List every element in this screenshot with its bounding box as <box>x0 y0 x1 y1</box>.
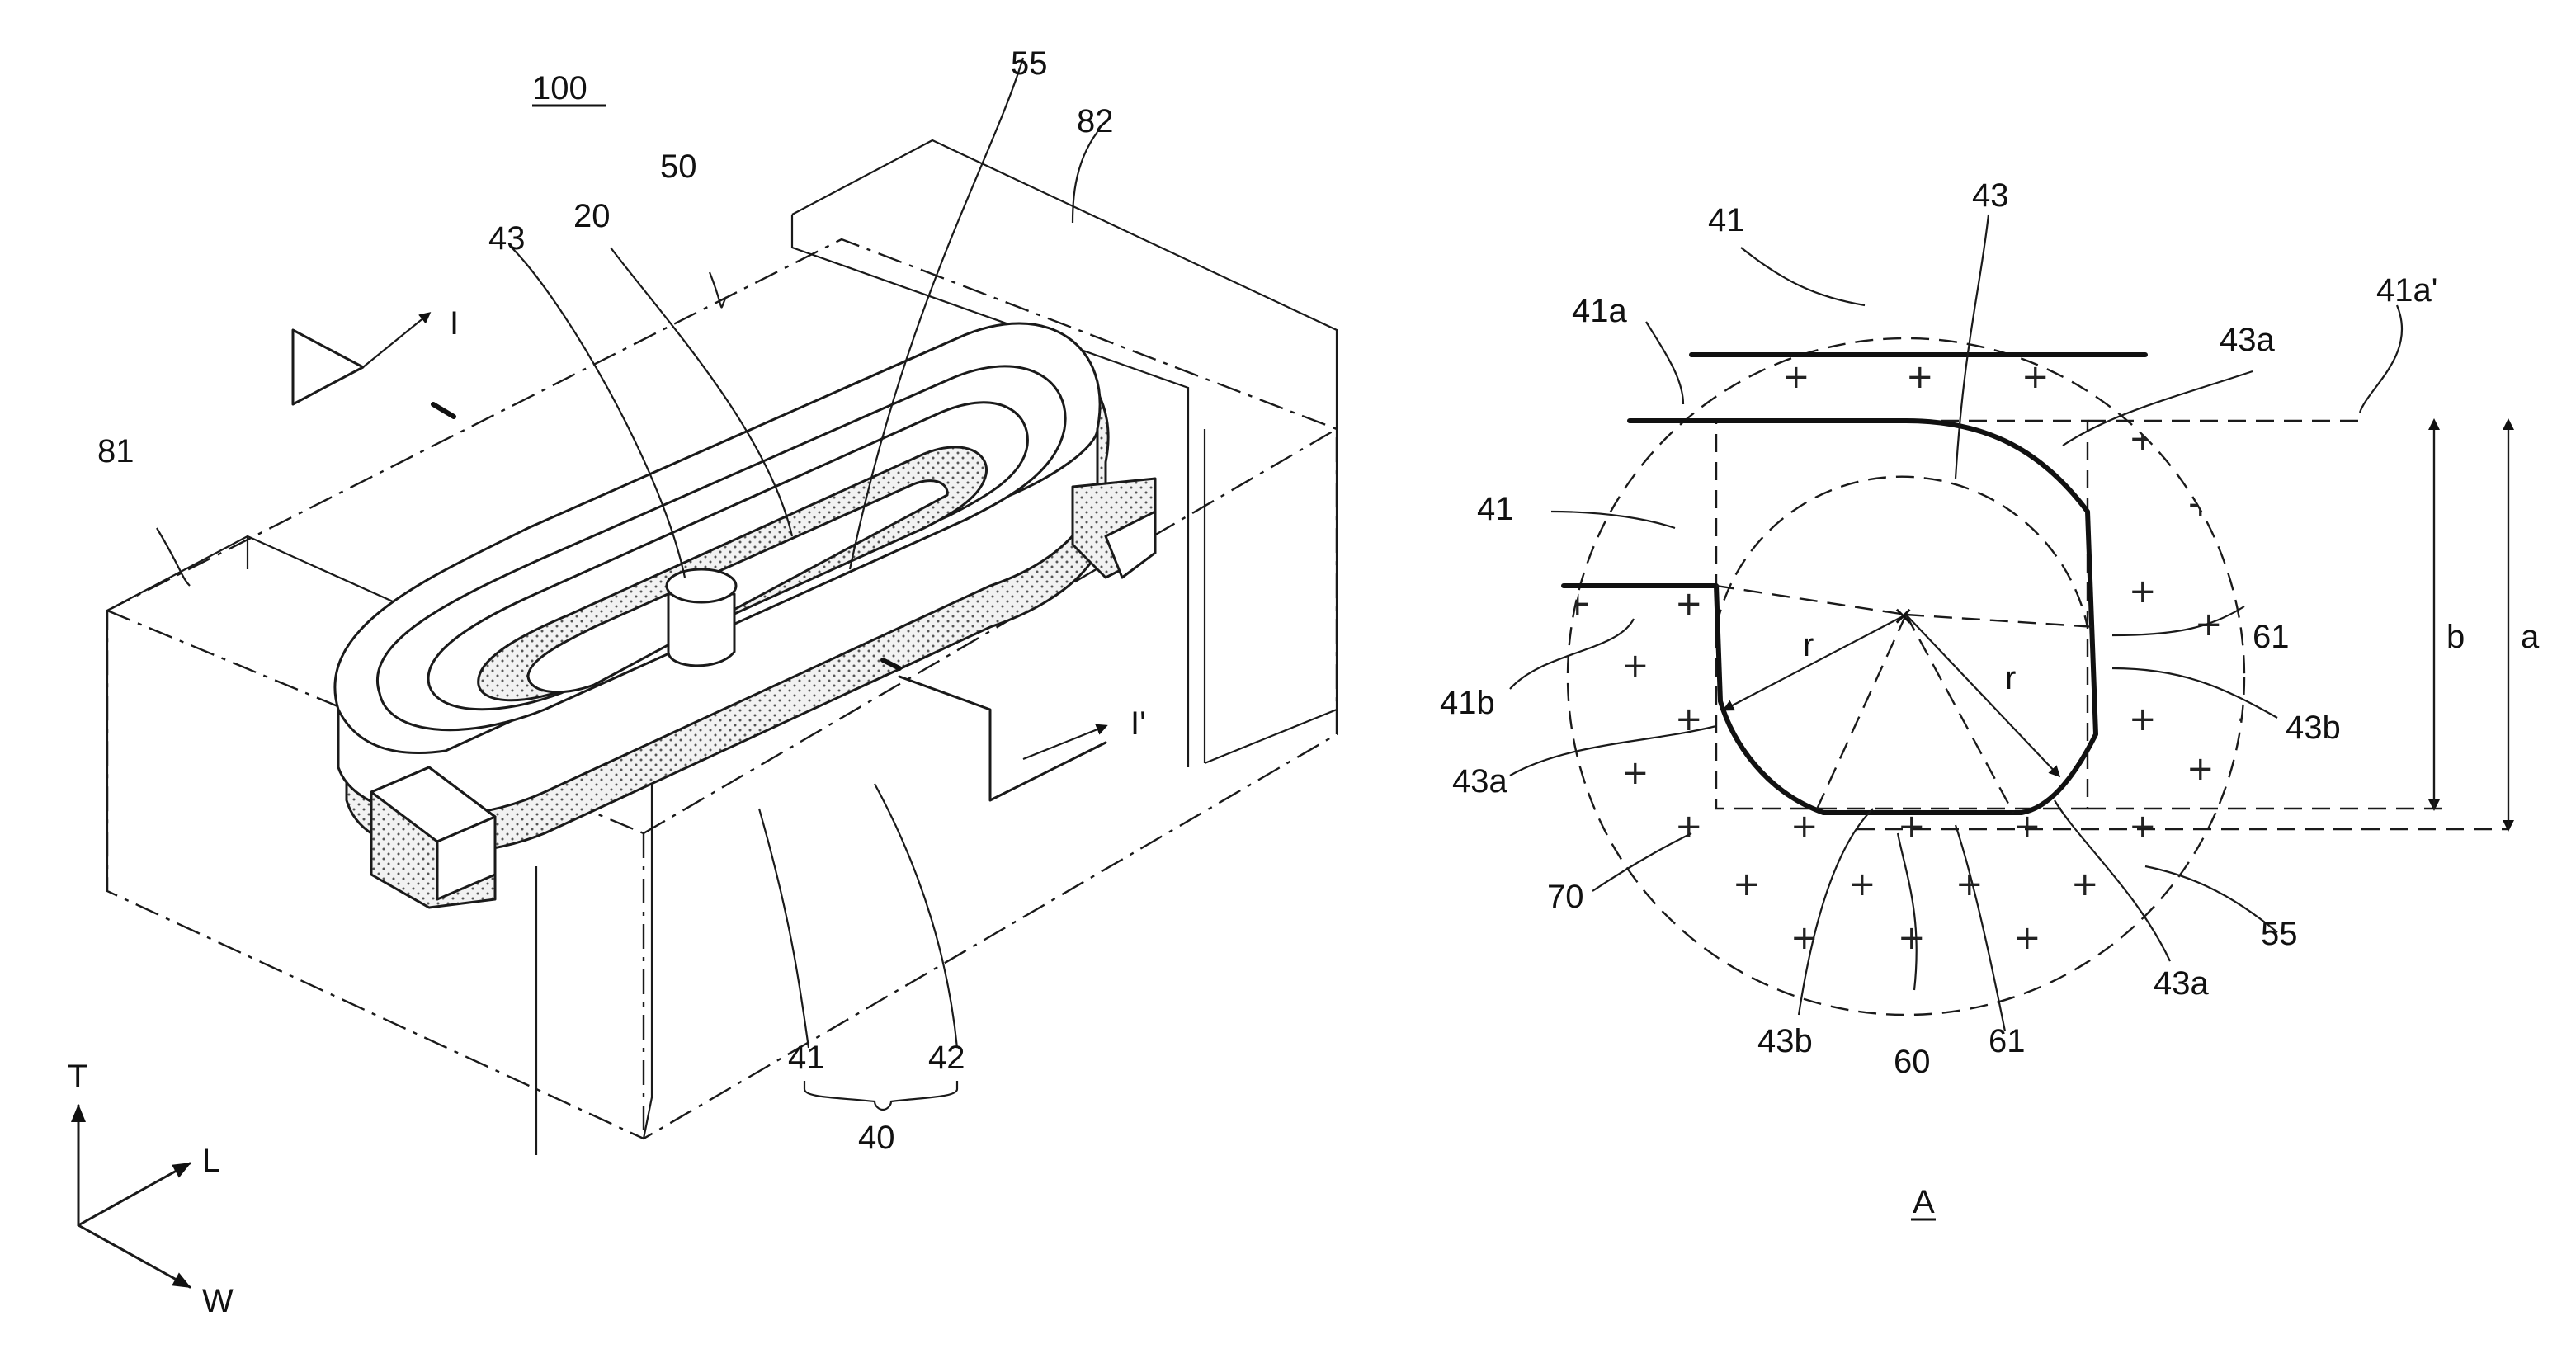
label-41a-prime: 41a' <box>2376 272 2437 309</box>
svg-text:+: + <box>1782 358 1810 396</box>
via-pillar-43 <box>667 569 736 666</box>
svg-text:+: + <box>2195 606 2223 644</box>
svg-text:+: + <box>1621 647 1649 685</box>
svg-text:+: + <box>1675 585 1703 623</box>
label-41a: 41a <box>1572 293 1627 329</box>
detail-caption-A: A <box>1913 1184 1935 1220</box>
via-outline-43 <box>1564 355 2145 813</box>
svg-text:+: + <box>2137 358 2165 396</box>
label-20: 20 <box>573 198 611 234</box>
label-43b-bottom: 43b <box>1757 1023 1813 1059</box>
label-43a-bottom: 43a <box>2154 965 2209 1002</box>
svg-text:+: + <box>2187 486 2215 524</box>
label-41: 41 <box>788 1040 825 1076</box>
svg-text:+: + <box>2129 808 2157 846</box>
svg-text:+: + <box>1906 358 1934 396</box>
radius-label-right: r <box>2005 660 2016 696</box>
radius-label-left: r <box>1803 627 1814 663</box>
label-50: 50 <box>660 149 697 185</box>
svg-text:+: + <box>1700 358 1728 396</box>
label-55: 55 <box>2261 916 2298 952</box>
label-43a-top: 43a <box>2220 322 2275 358</box>
svg-text:+: + <box>2129 919 2157 957</box>
svg-text:+: + <box>2187 750 2215 788</box>
axis-label-T: T <box>68 1059 87 1095</box>
label-55: 55 <box>1011 45 1048 82</box>
label-section-I-prime: I' <box>1130 705 1146 742</box>
label-43b-right: 43b <box>2286 710 2341 746</box>
label-section-I: I <box>450 305 459 342</box>
plus-hatching: + + + + + + + + + + + + + + + + + + + + … <box>1564 358 2264 957</box>
label-43a-left: 43a <box>1452 763 1507 799</box>
label-42: 42 <box>928 1040 965 1076</box>
label-60: 60 <box>1894 1044 1931 1080</box>
axis-label-W: W <box>202 1283 234 1319</box>
svg-text:+: + <box>2129 420 2157 458</box>
svg-text:+: + <box>2071 865 2099 903</box>
label-70: 70 <box>1547 879 1584 915</box>
label-61-bottom: 61 <box>1989 1023 2026 1059</box>
dimension-lines <box>2434 421 2508 829</box>
svg-text:+: + <box>2129 700 2157 738</box>
right-figure-detail-A: + + + + + + + + + + + + + + + + + + + + … <box>1440 177 2540 1220</box>
svg-text:+: + <box>1621 754 1649 792</box>
label-43-top: 43 <box>1972 177 2009 214</box>
label-61-right: 61 <box>2253 619 2290 655</box>
svg-text:+: + <box>2129 573 2157 611</box>
label-81: 81 <box>97 433 134 469</box>
center-mark: × <box>1894 598 1913 634</box>
dim-label-a: a <box>2521 619 2540 655</box>
svg-text:+: + <box>1898 919 1926 957</box>
svg-text:+: + <box>1564 585 1592 623</box>
left-figure-perspective: 100 55 82 50 20 43 I 81 I' 41 42 40 T L … <box>68 45 1337 1319</box>
svg-text:+: + <box>1848 865 1876 903</box>
svg-text:+: + <box>1733 865 1761 903</box>
svg-text:+: + <box>2013 919 2041 957</box>
label-40: 40 <box>858 1120 895 1156</box>
label-43: 43 <box>488 220 526 257</box>
label-41b: 41b <box>1440 685 1495 721</box>
label-41-mid: 41 <box>1477 491 1514 527</box>
label-82: 82 <box>1077 103 1114 139</box>
svg-text:+: + <box>1790 808 1819 846</box>
radius-lines: × <box>1716 586 2096 813</box>
label-41-top: 41 <box>1708 202 1745 238</box>
axis-label-L: L <box>202 1143 220 1179</box>
dim-label-b: b <box>2446 619 2465 655</box>
ref-100: 100 <box>532 70 587 106</box>
axis-triad <box>78 1106 190 1287</box>
